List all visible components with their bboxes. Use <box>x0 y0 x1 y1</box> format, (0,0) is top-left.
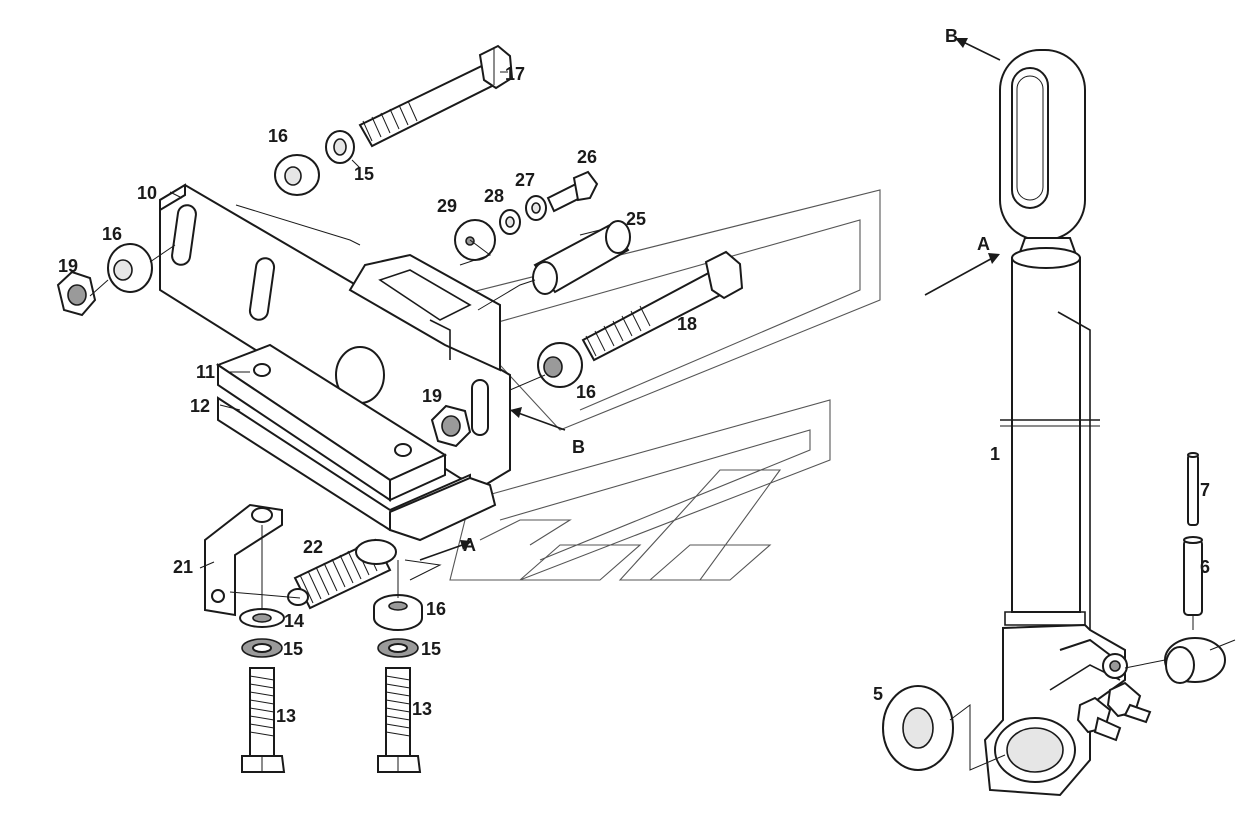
nut-19-center-bore <box>441 415 461 437</box>
label-17: 17 <box>505 64 525 84</box>
label-leaders <box>169 71 601 569</box>
label-16-bottom: 16 <box>426 599 446 619</box>
spring-washer-15-left-hole <box>252 643 272 653</box>
bolt-17 <box>358 44 514 148</box>
sleeve-6 <box>1183 536 1203 630</box>
label-28: 28 <box>484 186 504 206</box>
bracket-box <box>348 253 501 372</box>
end-cap <box>1164 637 1236 684</box>
label-22: 22 <box>303 537 323 557</box>
label-10: 10 <box>137 183 157 203</box>
label-16-left: 16 <box>102 224 122 244</box>
bracket-plate-10 <box>159 183 511 487</box>
washer-14-hole <box>252 613 272 623</box>
label-5: 5 <box>873 684 883 704</box>
view-arrow-b-right <box>954 37 1001 61</box>
plates-11-12 <box>215 343 471 532</box>
label-13-left: 13 <box>276 706 296 726</box>
washer-16-bottom-rim <box>373 607 423 631</box>
view-arrow-a-right <box>924 253 1000 296</box>
guide-line-washer-5 <box>949 704 1006 771</box>
bracket-21 <box>204 503 283 617</box>
label-25: 25 <box>626 209 646 229</box>
washer-27-hole <box>531 202 541 214</box>
guide-line-cap <box>1124 659 1166 669</box>
label-12: 12 <box>190 396 210 416</box>
label-b-right: B <box>945 26 958 46</box>
assembly-guide-lines-left <box>89 204 546 610</box>
label-1: 1 <box>990 444 1000 464</box>
pin-25 <box>532 220 631 295</box>
label-15-right: 15 <box>421 639 441 659</box>
label-29: 29 <box>437 196 457 216</box>
label-6: 6 <box>1200 557 1210 577</box>
spring-washer-15-right-hole <box>388 643 408 653</box>
label-19-center: 19 <box>422 386 442 406</box>
base-plate-lip <box>389 476 497 542</box>
top-link-tube-1 <box>1000 247 1100 641</box>
washer-16-left-hole <box>113 259 133 281</box>
label-15-left: 15 <box>283 639 303 659</box>
bolt-18 <box>581 250 744 362</box>
label-a-right: A <box>977 234 990 254</box>
view-arrow-b-left <box>509 407 566 431</box>
washer-16-bottom-hole <box>388 601 408 611</box>
view-arrow-a-left <box>419 540 472 561</box>
bottom-joint-housing <box>983 623 1128 797</box>
washer-5-hole <box>902 707 934 749</box>
label-7: 7 <box>1200 480 1210 500</box>
label-14: 14 <box>284 611 304 631</box>
label-18: 18 <box>677 314 697 334</box>
label-16-top: 16 <box>268 126 288 146</box>
label-19-left: 19 <box>58 256 78 276</box>
washer-16-top-hole <box>284 166 302 186</box>
label-a-left: A <box>463 535 476 555</box>
background-ghost-arrow <box>438 189 881 581</box>
label-16-right: 16 <box>576 382 596 402</box>
washer-16-right-hole <box>543 356 563 378</box>
label-21: 21 <box>173 557 193 577</box>
label-b-left: B <box>572 437 585 457</box>
bolt-26 <box>546 170 599 213</box>
bolt-13-left <box>241 667 286 773</box>
grease-nipples <box>1076 681 1152 742</box>
spring-washer-15-top-hole <box>333 138 347 156</box>
label-27: 27 <box>515 170 535 190</box>
washer-28-hole <box>505 216 515 228</box>
bolt-13-right <box>377 667 422 773</box>
label-15-top: 15 <box>354 164 374 184</box>
label-26: 26 <box>577 147 597 167</box>
nut-19-left-bore <box>67 284 87 306</box>
washer-29-hole <box>465 236 475 246</box>
part-labels: 17 16 15 10 16 19 26 27 28 29 25 18 16 1… <box>58 26 1210 726</box>
label-13-right: 13 <box>412 699 432 719</box>
top-link-eye <box>999 49 1086 253</box>
label-11: 11 <box>196 362 215 382</box>
pin-7 <box>1187 452 1199 526</box>
